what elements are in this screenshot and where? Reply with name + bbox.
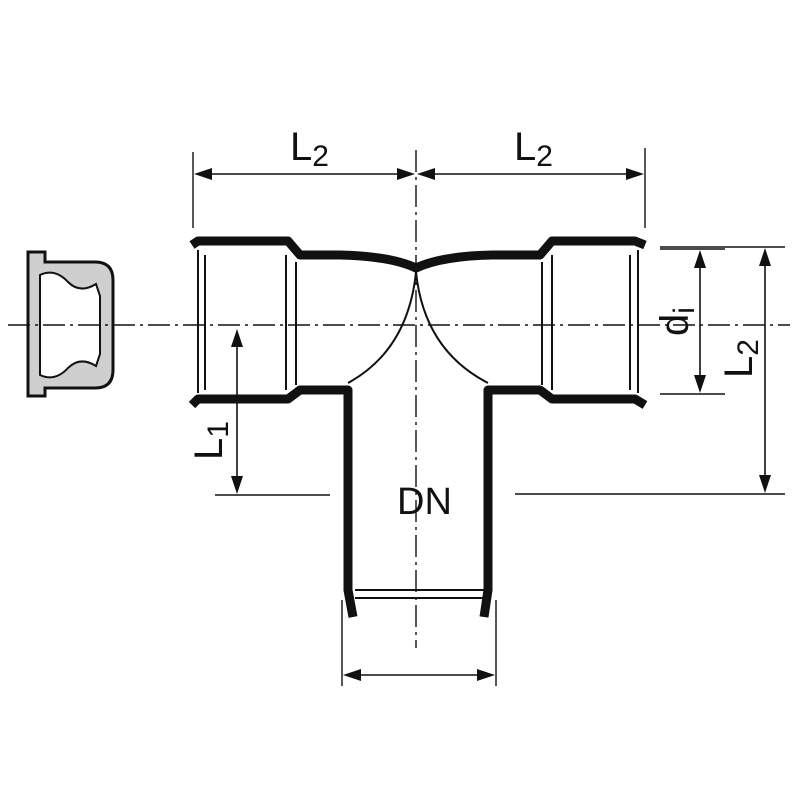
dimension-inner-diameter [660,248,725,395]
dimension-right-length [515,246,785,495]
dimension-top-left [192,152,415,228]
bottom-left-wall [188,385,358,618]
label-top-right-length: L2 [514,125,553,173]
dimension-branch-length [215,329,330,496]
label-nominal-diameter: DN [397,481,452,523]
dimension-nominal-diameter [341,600,497,686]
tee-body [188,236,648,618]
label-inner-diameter: di [653,307,701,336]
label-branch-length: L1 [187,421,235,460]
dimension-top-right [417,148,646,228]
intersection-curve-left [347,271,417,384]
end-cap [26,250,115,398]
top-wall [189,236,647,273]
label-top-left-length: L2 [290,125,329,173]
label-right-length: L2 [717,339,765,378]
intersection-curve-right [415,271,489,384]
bottom-right-wall [479,385,648,618]
